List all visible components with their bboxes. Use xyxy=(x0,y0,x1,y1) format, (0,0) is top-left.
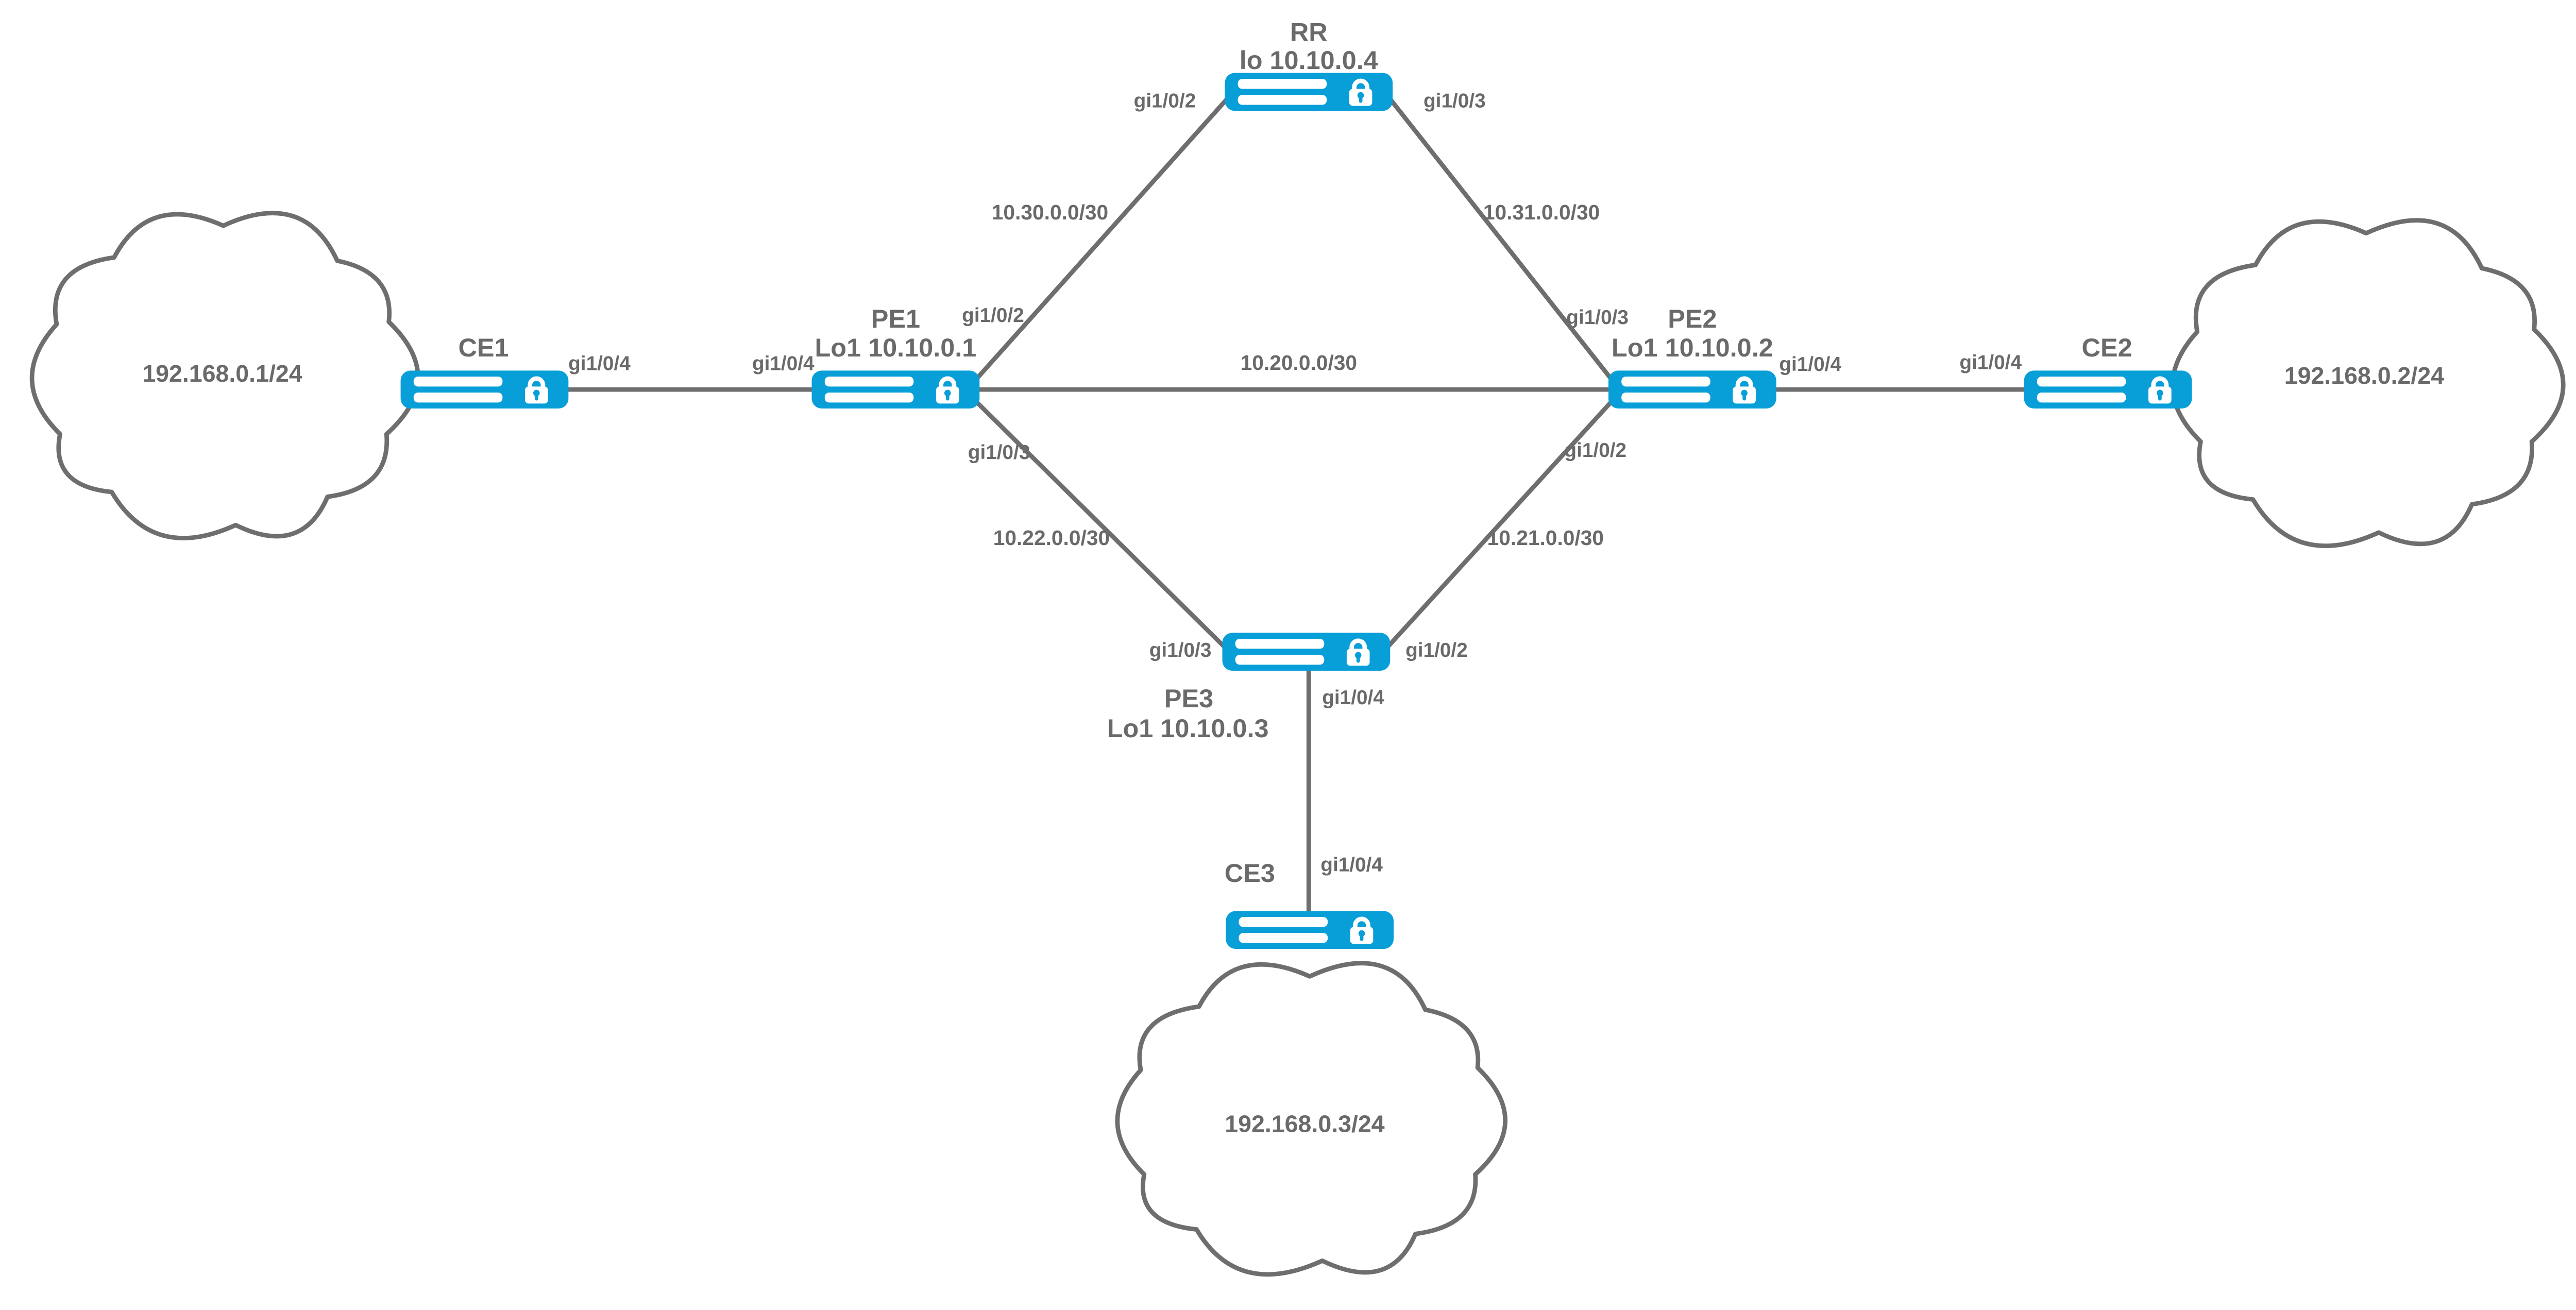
router-stripe xyxy=(824,376,914,387)
lock-shackle xyxy=(1735,376,1753,389)
iface-label-pe3-11: gi1/0/2 xyxy=(1405,639,1468,661)
lock-shackle xyxy=(939,376,957,389)
router-stripe xyxy=(413,376,503,387)
router-stripe xyxy=(1239,917,1328,927)
router-stripe xyxy=(1235,638,1325,649)
lock-keyhole-stem xyxy=(1360,934,1364,941)
subnet-label-pe1-rr: 10.30.0.0/30 xyxy=(992,200,1108,224)
iface-label-pe1-1: gi1/0/4 xyxy=(752,352,815,375)
iface-label-ce3-13: gi1/0/4 xyxy=(1320,854,1383,876)
lock-icon xyxy=(936,376,959,404)
iface-label-pe3-10: gi1/0/3 xyxy=(1149,639,1212,661)
router-node-rr xyxy=(1225,73,1393,111)
node-title-ce2: CE2 xyxy=(2082,333,2132,362)
router-stripe xyxy=(2037,376,2126,387)
lock-keyhole-stem xyxy=(1359,96,1363,103)
iface-label-pe1-3: gi1/0/3 xyxy=(968,441,1030,464)
node-title-ce1: CE1 xyxy=(458,333,509,362)
lock-icon xyxy=(1350,916,1374,944)
router-stripe xyxy=(1621,392,1710,403)
iface-label-pe2-8: gi1/0/4 xyxy=(1779,353,1841,376)
cloud-subnet-label: 192.168.0.2/24 xyxy=(2284,362,2445,389)
iface-label-rr-5: gi1/0/3 xyxy=(1423,90,1486,112)
node-loopback-pe2: Lo1 10.10.0.2 xyxy=(1612,333,1773,362)
iface-label-ce1-0: gi1/0/4 xyxy=(568,352,631,375)
iface-label-ce2-9: gi1/0/4 xyxy=(1959,351,2022,373)
router-node-ce3 xyxy=(1226,911,1394,949)
cloud-subnet-label: 192.168.0.3/24 xyxy=(1225,1110,1385,1137)
lock-keyhole xyxy=(944,389,951,397)
lock-keyhole-stem xyxy=(1356,656,1360,663)
iface-label-pe2-7: gi1/0/2 xyxy=(1564,439,1626,462)
lock-icon xyxy=(1733,376,1756,404)
lock-keyhole xyxy=(1354,652,1362,659)
cloud-lan-3 xyxy=(1115,961,1507,1277)
cloud-lan-1 xyxy=(29,211,420,540)
subnet-label-pe1-pe3: 10.22.0.0/30 xyxy=(993,526,1110,550)
router-node-pe2 xyxy=(1608,370,1776,409)
link-pe1-rr xyxy=(973,93,1232,383)
iface-label-pe1-2: gi1/0/2 xyxy=(962,304,1024,327)
node-title-rr: RR xyxy=(1290,17,1328,46)
node-loopback-pe1: Lo1 10.10.0.1 xyxy=(815,333,976,362)
lock-keyhole-stem xyxy=(1742,394,1747,401)
link-rr-pe2 xyxy=(1385,93,1615,383)
link-pe1-pe3 xyxy=(973,398,1230,653)
lock-keyhole-stem xyxy=(2158,394,2162,401)
cloud-subnet-label: 192.168.0.1/24 xyxy=(142,360,302,387)
iface-label-rr-4: gi1/0/2 xyxy=(1134,90,1196,112)
subnet-label-pe2-pe3: 10.21.0.0/30 xyxy=(1487,526,1604,550)
node-loopback-pe3: Lo1 10.10.0.3 xyxy=(1107,713,1269,743)
lock-icon xyxy=(1349,78,1372,106)
lock-keyhole-stem xyxy=(945,394,950,401)
subnet-label-pe1-pe2: 10.20.0.0/30 xyxy=(1241,351,1357,375)
lock-shackle xyxy=(1353,916,1370,929)
node-title-pe3: PE3 xyxy=(1164,684,1213,713)
router-node-pe1 xyxy=(811,370,980,409)
lock-keyhole xyxy=(2157,389,2163,397)
router-stripe xyxy=(1238,79,1327,89)
router-stripe xyxy=(1235,655,1325,665)
iface-label-pe3-12: gi1/0/4 xyxy=(1322,687,1384,709)
router-node-ce2 xyxy=(2024,370,2192,409)
lock-keyhole xyxy=(1741,389,1748,397)
router-node-ce1 xyxy=(400,370,569,409)
lock-keyhole xyxy=(1357,92,1364,99)
node-loopback-rr: lo 10.10.0.4 xyxy=(1240,45,1378,75)
lock-shackle xyxy=(528,376,546,389)
lock-icon xyxy=(2148,376,2172,404)
router-node-pe3 xyxy=(1222,633,1391,671)
cloud-lan-2 xyxy=(2170,218,2566,548)
iface-label-pe2-6: gi1/0/3 xyxy=(1566,307,1629,329)
lock-keyhole-stem xyxy=(534,394,538,401)
lock-icon xyxy=(525,376,548,404)
node-title-pe2: PE2 xyxy=(1668,304,1717,333)
lock-shackle xyxy=(1352,78,1370,91)
lock-shackle xyxy=(2151,376,2169,389)
router-stripe xyxy=(1238,95,1327,105)
router-stripe xyxy=(824,392,914,403)
router-stripe xyxy=(413,392,503,403)
node-title-ce3: CE3 xyxy=(1225,858,1275,888)
lock-keyhole xyxy=(1358,930,1365,937)
router-stripe xyxy=(1239,933,1328,943)
router-stripe xyxy=(1621,376,1710,387)
node-title-pe1: PE1 xyxy=(871,304,920,333)
lock-keyhole xyxy=(533,389,540,397)
router-stripe xyxy=(2037,392,2126,403)
link-pe2-pe3 xyxy=(1382,398,1615,653)
subnet-label-rr-pe2: 10.31.0.0/30 xyxy=(1483,200,1600,224)
lock-shackle xyxy=(1349,638,1367,651)
lock-icon xyxy=(1346,638,1370,666)
